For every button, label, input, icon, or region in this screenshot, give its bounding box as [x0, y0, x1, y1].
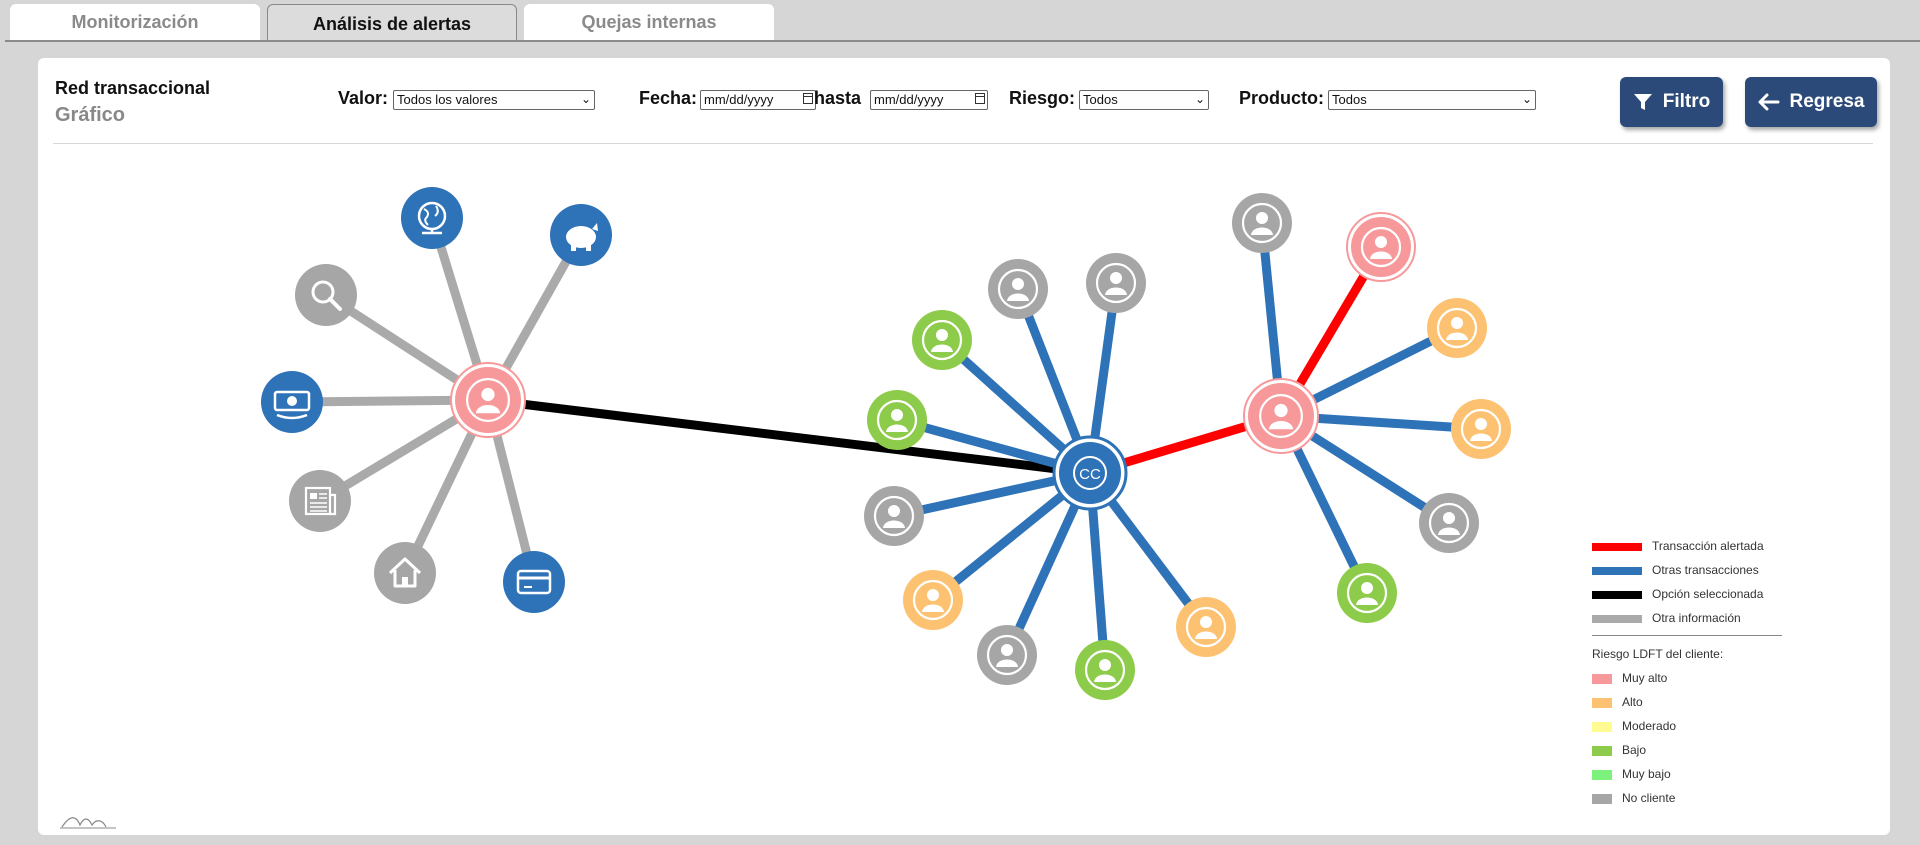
legend-line-label: Transacción alertada: [1652, 539, 1764, 553]
fecha-hasta-placeholder: mm/dd/yyyy: [874, 92, 944, 107]
client-node[interactable]: [1232, 193, 1292, 253]
client-node[interactable]: [864, 486, 924, 546]
credit-card-icon[interactable]: [503, 551, 565, 613]
tab-analisis-alertas[interactable]: Análisis de alertas: [267, 4, 517, 42]
alerted-client-node[interactable]: [1346, 212, 1416, 282]
tab-bar: Monitorización Análisis de alertas Queja…: [0, 0, 1920, 42]
right-hub-client-node[interactable]: [1243, 378, 1319, 454]
fecha-desde-input[interactable]: mm/dd/yyyy: [700, 90, 816, 110]
back-button[interactable]: Regresa: [1745, 77, 1877, 127]
legend-risk-label: Alto: [1622, 695, 1643, 709]
client-node[interactable]: [1086, 253, 1146, 313]
page-title: Red transaccional: [55, 78, 211, 98]
filter-icon: [1633, 94, 1652, 110]
legend-line-swatch: [1592, 543, 1642, 551]
legend-risk-label: Muy bajo: [1622, 767, 1671, 781]
legend-risk-label: Moderado: [1622, 719, 1677, 733]
hasta-label: hasta: [814, 88, 862, 108]
riesgo-label: Riesgo:: [1009, 88, 1076, 108]
fecha-desde-placeholder: mm/dd/yyyy: [704, 92, 774, 107]
graph-nodes: CC: [261, 187, 1511, 700]
legend-risk-title: Riesgo LDFT del cliente:: [1592, 647, 1724, 661]
page-subtitle: Gráfico: [55, 104, 126, 126]
client-node[interactable]: [1451, 399, 1511, 459]
legend-line-label: Otras transacciones: [1652, 563, 1759, 577]
valor-label: Valor:: [338, 88, 389, 108]
money-icon[interactable]: [261, 371, 323, 433]
home-icon[interactable]: [374, 542, 436, 604]
left-hub-client-node[interactable]: [450, 362, 526, 438]
legend-risk-label: Bajo: [1622, 743, 1647, 757]
valor-select-value: Todos los valores: [397, 92, 498, 107]
header-divider: [53, 143, 1873, 144]
client-node[interactable]: [977, 625, 1037, 685]
chevron-down-icon: ⌄: [580, 92, 591, 106]
globe-icon[interactable]: [401, 187, 463, 249]
legend-risk-swatch: [1592, 722, 1612, 732]
legend-line-swatch: [1592, 615, 1642, 623]
client-node[interactable]: [903, 570, 963, 630]
back-button-label: Regresa: [1789, 91, 1865, 112]
legend-risk-swatch: [1592, 770, 1612, 780]
client-node[interactable]: [988, 259, 1048, 319]
client-node[interactable]: [1427, 298, 1487, 358]
producto-select[interactable]: Todos ⌄: [1328, 90, 1536, 110]
legend-risk-swatch: [1592, 674, 1612, 684]
chevron-down-icon: ⌄: [1194, 92, 1205, 106]
client-node[interactable]: [867, 390, 927, 450]
fecha-label: Fecha:: [639, 88, 698, 108]
client-node[interactable]: [1419, 493, 1479, 553]
main-panel: Red transaccional Gráfico Valor: Todos l…: [38, 58, 1890, 835]
calendar-icon[interactable]: [975, 93, 985, 104]
legend-line-swatch: [1592, 591, 1642, 599]
newspaper-icon[interactable]: [289, 470, 351, 532]
account-node-label: CC: [1079, 466, 1101, 483]
legend-risk-label: Muy alto: [1622, 671, 1668, 685]
legend-line-swatch: [1592, 567, 1642, 575]
fecha-hasta-input[interactable]: mm/dd/yyyy: [870, 90, 988, 110]
legend-risk-swatch: [1592, 698, 1612, 708]
filter-button-label: Filtro: [1662, 91, 1711, 112]
logo-icon: [60, 817, 116, 829]
selected-edge[interactable]: [487, 395, 1091, 478]
chevron-down-icon: ⌄: [1521, 92, 1532, 106]
client-node[interactable]: [1337, 563, 1397, 623]
tab-bar-divider: [5, 40, 1920, 42]
producto-label: Producto:: [1239, 88, 1324, 108]
tab-monitorizacion[interactable]: Monitorización: [10, 4, 260, 40]
legend-risk-swatch: [1592, 794, 1612, 804]
valor-select[interactable]: Todos los valores ⌄: [393, 90, 595, 110]
piggy-bank-icon[interactable]: [550, 204, 612, 266]
search-icon[interactable]: [295, 264, 357, 326]
producto-select-value: Todos: [1332, 92, 1367, 107]
arrow-left-icon: [1758, 93, 1779, 111]
legend-risk-label: No cliente: [1622, 791, 1676, 805]
filter-button[interactable]: Filtro: [1620, 77, 1723, 127]
client-node[interactable]: [912, 310, 972, 370]
client-node[interactable]: [1075, 640, 1135, 700]
calendar-icon[interactable]: [803, 93, 813, 104]
account-node[interactable]: CC: [1052, 435, 1128, 511]
legend-line-label: Otra información: [1652, 611, 1741, 625]
legend-risk-swatch: [1592, 746, 1612, 756]
riesgo-select[interactable]: Todos ⌄: [1079, 90, 1209, 110]
legend-line-label: Opción seleccionada: [1652, 587, 1764, 601]
riesgo-select-value: Todos: [1083, 92, 1118, 107]
legend-divider: [1592, 635, 1782, 636]
client-node[interactable]: [1176, 597, 1236, 657]
tab-quejas-internas[interactable]: Quejas internas: [524, 4, 774, 40]
